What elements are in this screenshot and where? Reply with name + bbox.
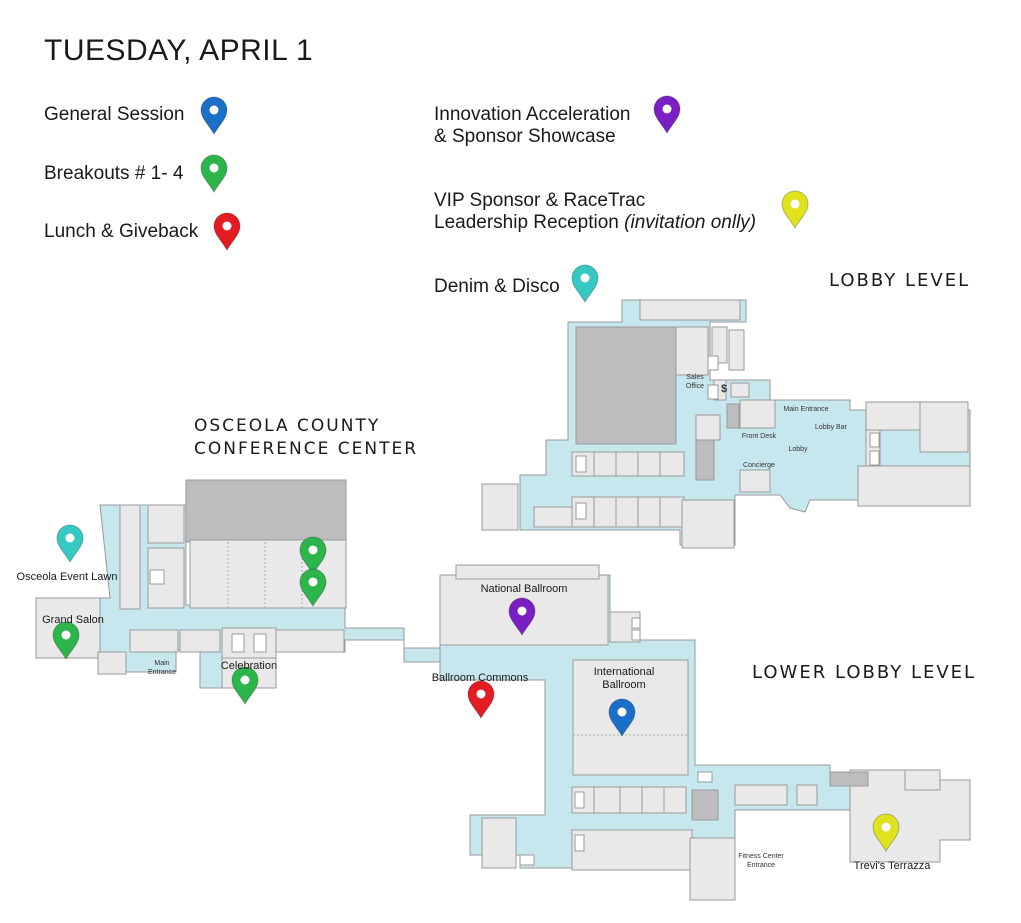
lobby-level-plan [481,299,971,549]
front-desk-label: Front Desk [741,433,777,440]
cc-main-entrance-label: Main Entrance [142,659,182,677]
legend-breakouts: Breakouts # 1- 4 [44,163,183,185]
osceola-event-lawn-label: Osceola Event Lawn [16,571,118,583]
national-ballroom-label: National Ballroom [480,583,568,595]
legend-general-session: General Session [44,104,184,126]
legend-label: General Session [44,104,185,125]
fitness-line1: Fitness Center [738,853,784,860]
sales-office-line2: Office [685,383,705,390]
international-ballroom-line1: International [593,666,655,678]
lower-lobby-plan [439,564,971,901]
celebration-label: Celebration [220,660,278,672]
pin-legend-denim [571,264,599,303]
legend-label-line1: VIP Sponsor & RaceTrac [434,190,646,211]
cc-main-entrance-line2: Entrance [147,669,177,676]
pin-celebration [231,666,259,705]
legend-lunch: Lunch & Giveback [44,221,198,243]
pin-legend-vip [781,190,809,229]
pin-national-ballroom [508,597,536,636]
dollar-icon: $ [720,383,728,395]
international-ballroom-label: International Ballroom [573,666,675,692]
legend-label: Denim & Disco [434,276,560,297]
legend-label-line2: & Sponsor Showcase [434,126,616,147]
pin-international-ballroom [608,698,636,737]
pin-legend-lunch [213,212,241,251]
legend-label: Breakouts # 1- 4 [44,163,184,184]
pin-trevis-terrazza [872,813,900,852]
ballroom-commons-label: Ballroom Commons [431,672,529,684]
trevis-terrazza-label: Trevi's Terrazza [853,860,931,872]
pin-ballroom-commons [467,680,495,719]
pin-grand-salon [52,621,80,660]
legend-label-line2: Leadership Reception (invitation onlly) [434,212,756,234]
pin-conference-room-2 [299,568,327,607]
international-ballroom-line2: Ballroom [602,679,646,691]
conference-center-plan [35,479,441,689]
pin-conference-room-1 [299,536,327,575]
conference-title-line2: CONFERENCE CENTER [194,439,419,459]
lower-lobby-level-label: LOWER LOBBY LEVEL [752,662,977,683]
legend-innovation: Innovation Acceleration & Sponsor Showca… [434,104,630,148]
conference-title-line1: OSCEOLA COUNTY [194,416,381,436]
sales-office-label: Sales Office [678,373,712,391]
legend-vip: VIP Sponsor & RaceTrac Leadership Recept… [434,190,756,234]
sales-office-line1: Sales [686,374,704,381]
fitness-line2: Entrance [746,862,776,869]
lobby-main-entrance-label: Main Entrance [783,406,829,413]
legend-label: Lunch & Giveback [44,221,199,242]
pin-legend-innovation [653,95,681,134]
pin-legend-breakouts [200,154,228,193]
legend-label-line1: Innovation Acceleration [434,104,631,125]
legend-denim: Denim & Disco [434,276,560,298]
pin-legend-general-session [200,96,228,135]
legend-label-italic: (invitation onlly) [624,212,757,233]
cc-dark-block [185,479,347,543]
fitness-center-label: Fitness Center Entrance [728,852,794,870]
conference-center-title: OSCEOLA COUNTY CONFERENCE CENTER [194,415,418,461]
page-title: TUESDAY, APRIL 1 [44,34,314,67]
lobby-big-block [575,326,677,445]
lobby-level-label: LOBBY LEVEL [829,270,971,291]
cc-main-entrance-line1: Main [154,660,170,667]
lobby-label: Lobby [788,446,808,453]
pin-osceola-event-lawn [56,524,84,563]
grand-salon-label: Grand Salon [42,614,104,626]
legend-label-line2-text: Leadership Reception [434,212,619,233]
concierge-label: Concierge [743,462,775,469]
lobby-bar-label: Lobby Bar [815,424,847,431]
